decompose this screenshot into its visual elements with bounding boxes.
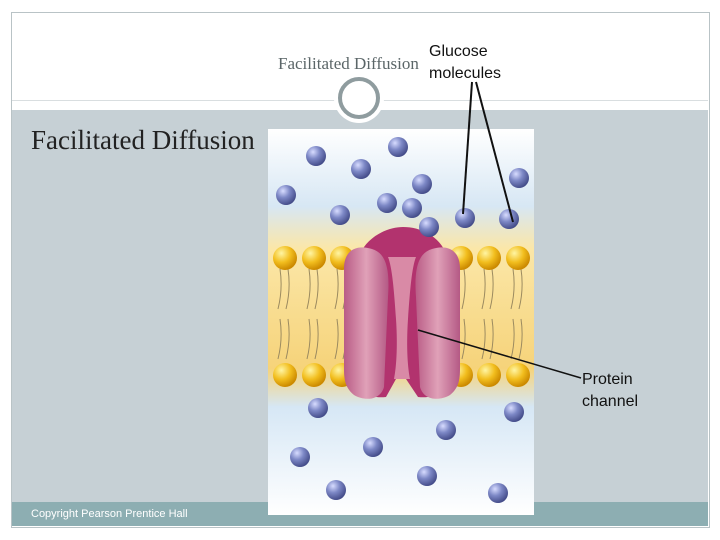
ring-icon bbox=[338, 77, 380, 119]
glucose-label-line-1: Glucose bbox=[429, 43, 488, 60]
copyright-text: Copyright Pearson Prentice Hall bbox=[31, 508, 188, 520]
glucose-label-line-2: molecules bbox=[429, 65, 502, 82]
slide-title: Facilitated Diffusion bbox=[31, 125, 255, 155]
protein-channel bbox=[344, 227, 460, 399]
membrane-diagram bbox=[268, 129, 534, 515]
glucose-molecules bbox=[276, 137, 529, 503]
header-title: Facilitated Diffusion bbox=[278, 54, 419, 73]
protein-label-line-1: Protein bbox=[582, 371, 633, 388]
protein-label-line-2: channel bbox=[582, 393, 639, 410]
